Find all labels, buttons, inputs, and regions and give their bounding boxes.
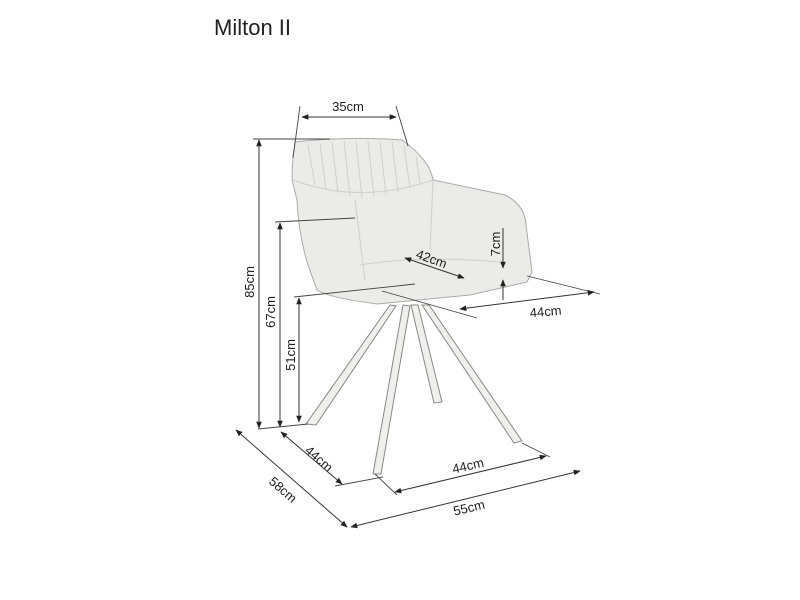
dimension-seat-depth: 44cm (381, 275, 601, 321)
chair-legs (305, 304, 523, 475)
svg-text:7cm: 7cm (488, 232, 503, 257)
dimension-backrest-width: 35cm (292, 99, 409, 159)
dimension-total-height: 85cm (242, 138, 330, 429)
dimension-leg-base-width: 44cm (374, 442, 551, 496)
dimension-seat-height: 51cm (257, 283, 416, 430)
svg-text:35cm: 35cm (332, 99, 364, 114)
svg-text:51cm: 51cm (283, 339, 298, 371)
svg-text:58cm: 58cm (266, 474, 300, 506)
svg-text:44cm: 44cm (302, 443, 336, 475)
svg-text:85cm: 85cm (242, 266, 257, 298)
svg-text:44cm: 44cm (529, 303, 562, 321)
svg-text:67cm: 67cm (263, 296, 278, 328)
dimension-leg-base-depth: 44cm (280, 431, 384, 487)
svg-text:44cm: 44cm (451, 455, 485, 477)
chair-body (291, 137, 533, 305)
dimension-armrest-height: 67cm (263, 217, 356, 428)
product-title: Milton II (214, 15, 292, 40)
dimension-total-depth: 58cm (235, 429, 348, 528)
dimension-total-width: 55cm (350, 469, 581, 529)
svg-text:55cm: 55cm (452, 497, 486, 519)
